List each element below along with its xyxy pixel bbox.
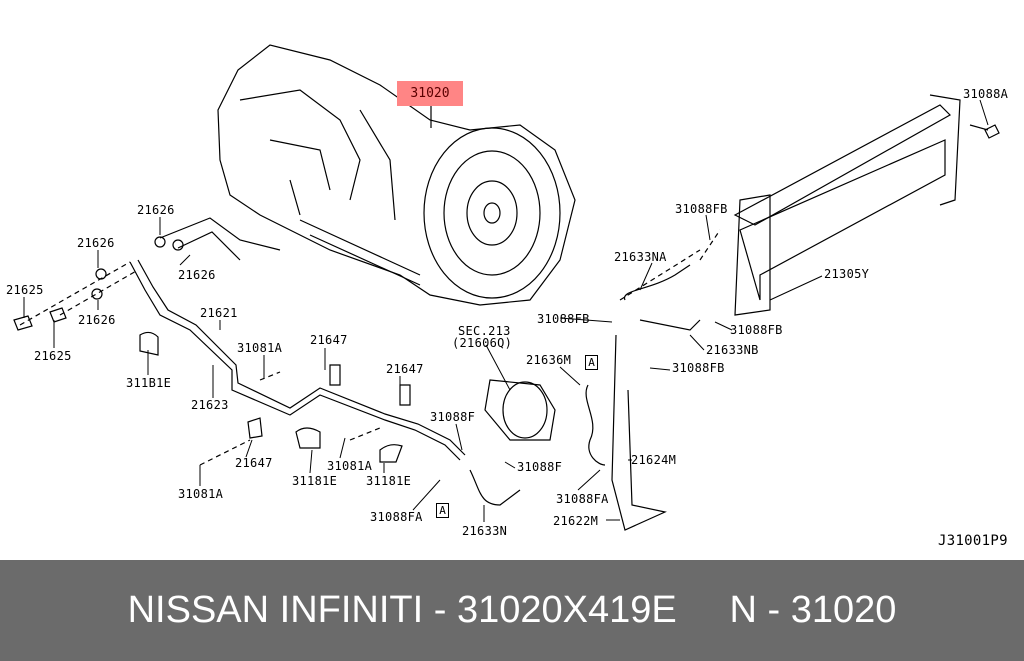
callout-31081a: 31081A [327, 459, 373, 473]
callout-21633na: 21633NA [614, 250, 667, 264]
callout-31088f: 31088F [430, 410, 476, 424]
callout-31088fb: 31088FB [537, 312, 590, 326]
callout-31088fa: 31088FA [370, 510, 423, 524]
callout-31088a: 31088A [963, 87, 1009, 101]
diagram-reference-code: J31001P9 [938, 533, 1008, 549]
callout-21647: 21647 [310, 333, 348, 347]
callout-31181e: 31181E [366, 474, 412, 488]
callout-21624m: 21624M [631, 453, 677, 467]
callout-21305y: 21305Y [824, 267, 870, 281]
callout-21626: 21626 [78, 313, 116, 327]
callout-31088fb: 31088FB [730, 323, 783, 337]
callout-31088fb: 31088FB [675, 202, 728, 216]
callout-21625: 21625 [6, 283, 44, 297]
section-marker-a: A [436, 503, 449, 518]
callout-21621: 21621 [200, 306, 238, 320]
section-marker-a: A [585, 355, 598, 370]
callout-31181e: 31181E [292, 474, 338, 488]
callout-31088fa: 31088FA [556, 492, 609, 506]
callout-21626: 21626 [137, 203, 175, 217]
callout-31081a: 31081A [178, 487, 224, 501]
callout-21647: 21647 [235, 456, 273, 470]
callout-21622m: 21622M [553, 514, 599, 528]
cooler-pipes [13, 217, 521, 506]
callout-21647: 21647 [386, 362, 424, 376]
highlighted-part-label[interactable]: 31020 [397, 81, 463, 106]
callout-31081a: 31081A [237, 341, 283, 355]
callout-311b1e: 311B1E [126, 376, 172, 390]
part-number-banner: NISSAN INFINITI - 31020X419E N - 31020 [0, 560, 1024, 661]
leader-lines [23, 99, 989, 522]
sec-reference: SEC.213 [458, 324, 511, 338]
oil-cooler-drawing [733, 94, 1000, 316]
transmission-drawing [217, 44, 576, 306]
callout-21623: 21623 [191, 398, 229, 412]
parts-diagram: 31020 31088A 31088FB 21626 21626 21626 2… [6, 44, 1009, 549]
callout-21633nb: 21633NB [706, 343, 759, 357]
callout-21636m: 21636M [526, 353, 572, 367]
right-hoses [484, 229, 721, 531]
callout-21633n: 21633N [462, 524, 508, 538]
callout-31088fb: 31088FB [672, 361, 725, 375]
sec-reference-sub: (21606Q) [452, 336, 513, 350]
callout-21626: 21626 [77, 236, 115, 250]
callout-21625: 21625 [34, 349, 72, 363]
diagram-artwork [13, 44, 1000, 531]
callout-21626: 21626 [178, 268, 216, 282]
callout-31088f: 31088F [517, 460, 563, 474]
